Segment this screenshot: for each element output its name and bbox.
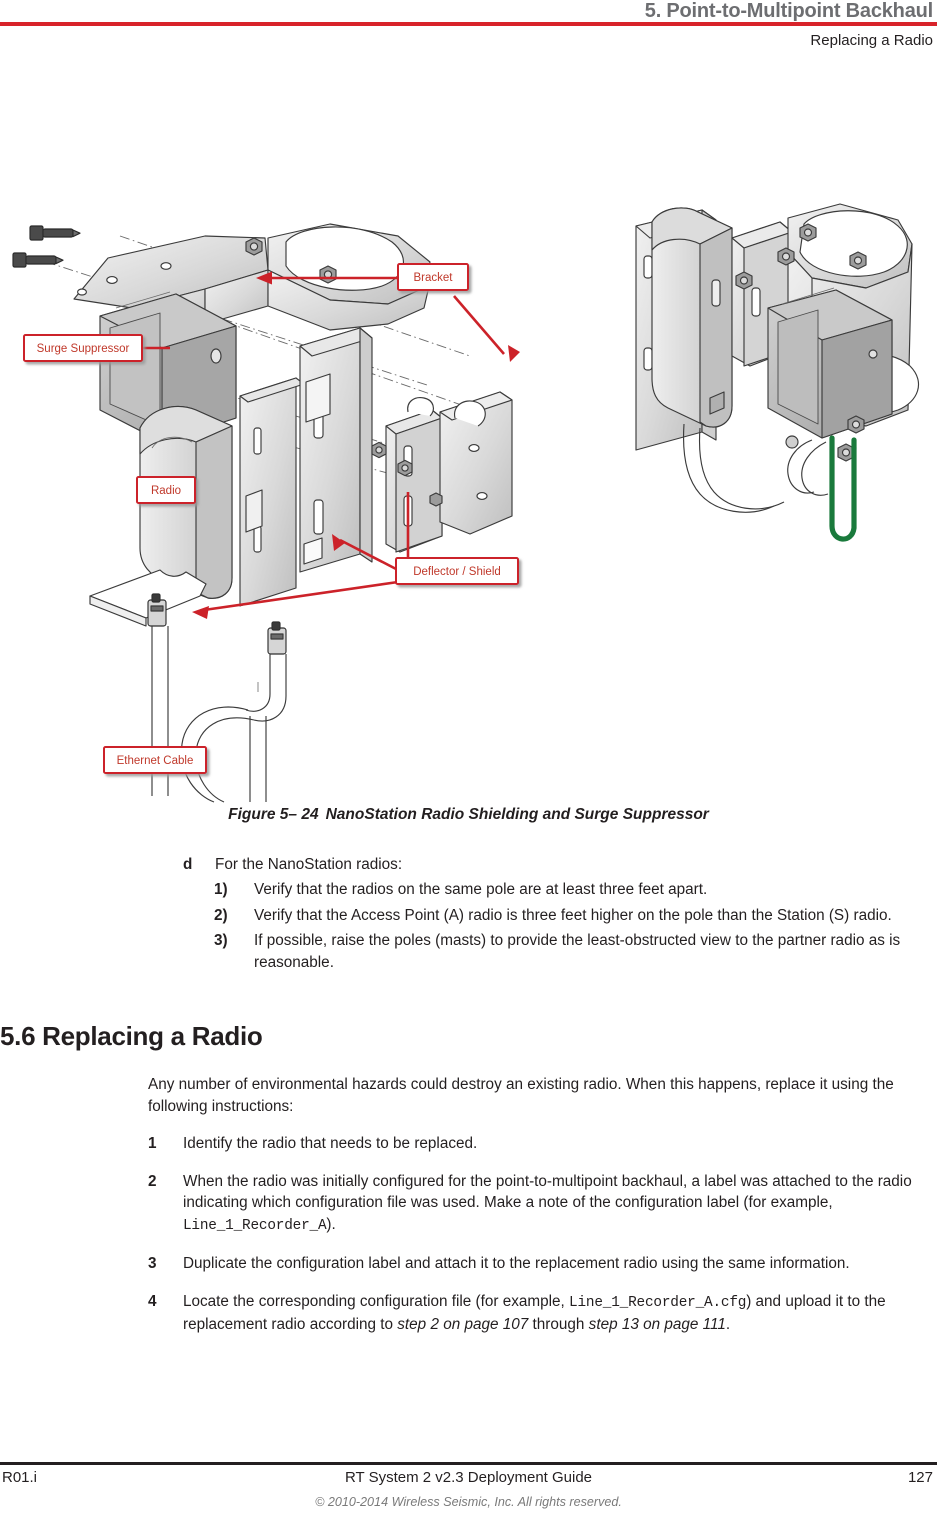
assembly-radio (651, 207, 733, 428)
sub-step-1-marker: 1) (214, 881, 228, 898)
sub-step-1-text: Verify that the radios on the same pole … (254, 881, 708, 898)
callout-label-ethernet-cable: Ethernet Cable (103, 746, 207, 774)
text-run-text: ). (326, 1215, 336, 1233)
footer-copyright: © 2010-2014 Wireless Seismic, Inc. All r… (315, 1495, 622, 1509)
callout-label-deflector-shield: Deflector / Shield (395, 557, 519, 585)
arrowhead-bracket-right (508, 345, 520, 362)
ethernet-cable-part (147, 593, 287, 803)
arrowhead-bracket-left (256, 271, 272, 285)
exploded-view-group (12, 223, 513, 803)
header-section-title: Replacing a Radio (810, 32, 933, 49)
figure-caption-number: Figure 5– 24 (228, 806, 319, 823)
deflector-flat-piece (89, 569, 207, 627)
text-run-xref: step 13 on page 111 (588, 1316, 726, 1333)
lettered-item-marker: d (183, 856, 193, 873)
text-run-text: Duplicate the configuration label and at… (183, 1255, 850, 1272)
footer-revision: R01.i (2, 1469, 38, 1486)
text-run-text: When the radio was initially configured … (183, 1172, 912, 1212)
lettered-item-text: For the NanoStation radios: (215, 856, 403, 873)
header-chapter-title: 5. Point-to-Multipoint Backhaul (644, 0, 933, 22)
step-3-text: Duplicate the configuration label and at… (183, 1255, 850, 1272)
text-run-text: Locate the corresponding configuration f… (183, 1292, 570, 1310)
figure-caption-title: NanoStation Radio Shielding and Surge Su… (325, 806, 709, 823)
bolt-group-upper (12, 225, 81, 268)
shield-plate-middle (239, 377, 305, 607)
step-2-marker: 2 (148, 1172, 157, 1190)
callout-label-surge-suppressor-text: Surge Suppressor (37, 343, 130, 355)
text-run-mono: Line_1_Recorder_A (183, 1217, 327, 1234)
callout-label-surge-suppressor: Surge Suppressor (23, 334, 143, 362)
sub-step-2-text: Verify that the Access Point (A) radio i… (254, 906, 892, 924)
nut-group-right (371, 441, 443, 507)
figure-caption: Figure 5– 24 NanoStation Radio Shielding … (0, 806, 937, 824)
page-header: 5. Point-to-Multipoint Backhaul Replacin… (0, 0, 937, 76)
text-run-text: through (528, 1316, 589, 1333)
sub-step-3-text: If possible, raise the poles (masts) to … (254, 932, 901, 971)
section-heading: 5.6 Replacing a Radio (0, 1021, 263, 1051)
sub-step-3-marker: 3) (214, 932, 228, 949)
deflector-shield-part (299, 327, 373, 573)
step-2-text: When the radio was initially configured … (183, 1172, 912, 1234)
step-3: 3 Duplicate the configuration label and … (0, 1253, 937, 1275)
figure-block: Bracket Surge Suppressor Radio (0, 76, 937, 823)
footer-rule (0, 1462, 937, 1465)
text-run-text: ) and upload it to the replacement radio… (183, 1292, 886, 1334)
callout-label-bracket-text: Bracket (414, 272, 454, 284)
page-footer: R01.i RT System 2 v2.3 Deployment Guide … (0, 1462, 937, 1516)
callout-layer: Bracket Surge Suppressor Radio (23, 263, 520, 774)
callout-leader-bracket (268, 276, 505, 355)
ground-wire (829, 435, 857, 542)
arrowhead-deflector-upper (332, 534, 345, 551)
step-2: 2 When the radio was initially configure… (0, 1171, 937, 1238)
callout-label-deflector-shield-text: Deflector / Shield (413, 566, 501, 578)
lower-bracket-plate (385, 397, 443, 553)
callout-label-ethernet-cable-text: Ethernet Cable (117, 755, 194, 767)
text-run-text: . (725, 1316, 731, 1333)
step-1: 1 Identify the radio that needs to be re… (0, 1133, 937, 1155)
callout-label-bracket: Bracket (397, 263, 469, 291)
text-run-text: Identify the radio that needs to be repl… (183, 1135, 478, 1152)
sub-step-3: 3) If possible, raise the poles (masts) … (0, 930, 937, 973)
callout-label-radio: Radio (136, 476, 196, 504)
text-run-xref: step 2 on page 107 (397, 1316, 529, 1333)
pole-clamp-top (267, 223, 431, 331)
callout-leader-deflector (203, 492, 410, 612)
assembly-cables (682, 423, 829, 513)
nanostation-assembly-diagram: Bracket Surge Suppressor Radio (12, 203, 920, 803)
step-4-marker: 4 (148, 1292, 157, 1310)
sub-step-2-marker: 2) (214, 906, 228, 924)
sub-step-1: 1) Verify that the radios on the same po… (0, 879, 937, 901)
step-3-marker: 3 (148, 1255, 157, 1272)
page-content: Bracket Surge Suppressor Radio (0, 76, 937, 1333)
figure-illustration: Bracket Surge Suppressor Radio (0, 196, 937, 806)
step-1-text: Identify the radio that needs to be repl… (183, 1135, 477, 1152)
footer-page-number: 127 (907, 1469, 933, 1486)
assembly-surge-suppressor (767, 287, 893, 439)
body-area: d For the NanoStation radios: 1) Verify … (0, 854, 937, 1336)
bracket-wing-right (439, 391, 513, 535)
arrowhead-deflector-lower (192, 606, 209, 619)
assembled-view-group (635, 203, 920, 542)
step-4: 4 Locate the corresponding configuration… (0, 1291, 937, 1336)
callout-label-radio-text: Radio (151, 485, 181, 497)
footer-guide-title: RT System 2 v2.3 Deployment Guide (344, 1469, 593, 1486)
step-4-text: Locate the corresponding configuration f… (183, 1293, 886, 1334)
sub-step-2: 2) Verify that the Access Point (A) radi… (0, 905, 937, 927)
text-run-mono: Line_1_Recorder_A.cfg (569, 1294, 747, 1311)
section-intro-paragraph: Any number of environmental hazards coul… (148, 1076, 894, 1115)
step-1-marker: 1 (148, 1135, 157, 1152)
header-red-rule (0, 22, 937, 26)
lettered-item-d: d For the NanoStation radios: (0, 854, 937, 875)
